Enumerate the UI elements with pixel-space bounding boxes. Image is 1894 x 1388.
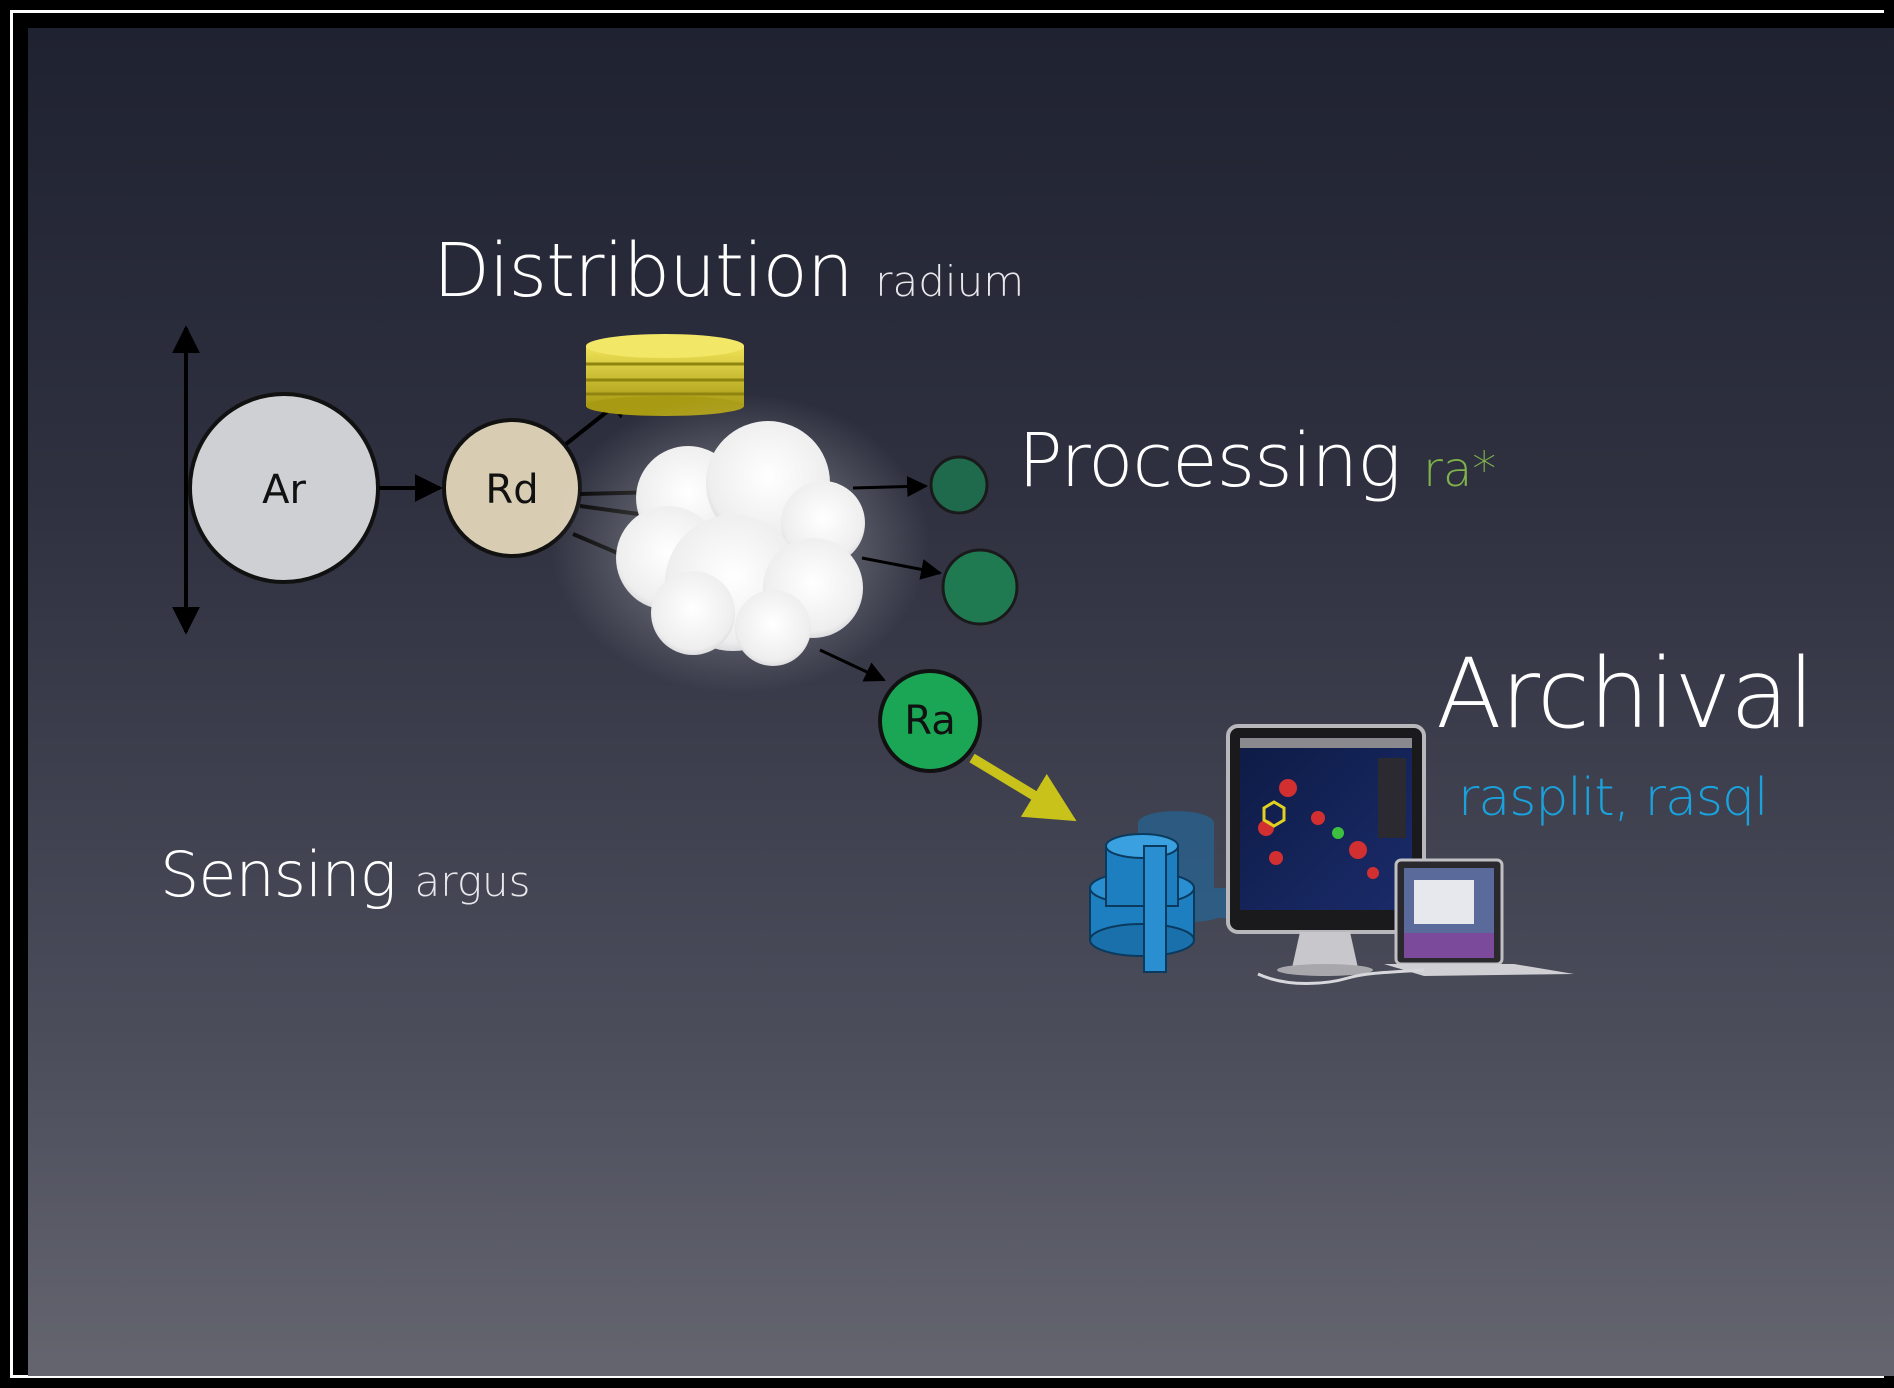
node-rd-label: Rd [485, 467, 538, 513]
processing-subtitle: ra* [1423, 442, 1497, 498]
node-ra: Ra [878, 669, 982, 773]
slide: Ar Rd [28, 28, 1894, 1376]
distribution-subtitle: radium [875, 257, 1025, 306]
processing-label: Processing ra* [1018, 418, 1496, 504]
archival-subtitle: rasplit, rasql [1458, 768, 1768, 828]
sensing-title: Sensing [160, 838, 397, 911]
sensing-label: Sensing argus [160, 838, 531, 911]
distribution-label: Distribution radium [433, 228, 1024, 314]
distribution-title: Distribution [433, 228, 854, 314]
processing-client-1 [929, 455, 989, 515]
arrow-cloud-to-ra-2 [861, 556, 943, 580]
computer-monitor-icon [1226, 724, 1426, 976]
archival-title: Archival [1436, 638, 1815, 750]
architecture-diagram: Ar Rd [172, 325, 1574, 985]
node-ar: Ar [188, 392, 380, 584]
disk-stack-icon [586, 334, 744, 416]
laptop-icon [1257, 858, 1574, 985]
slide-frame [10, 10, 1884, 1378]
arrow-cloud-to-ra-3 [819, 648, 886, 682]
processing-title: Processing [1018, 418, 1402, 504]
cloud-icon [550, 393, 930, 693]
node-ra-label: Ra [904, 698, 955, 744]
database-icon [1089, 811, 1230, 973]
sensing-subtitle: argus [414, 857, 531, 906]
arrow-cloud-to-ra-1 [852, 476, 929, 498]
arrow-ra-to-archival [969, 753, 1077, 822]
processing-client-2 [941, 548, 1019, 626]
node-ar-label: Ar [262, 467, 306, 513]
